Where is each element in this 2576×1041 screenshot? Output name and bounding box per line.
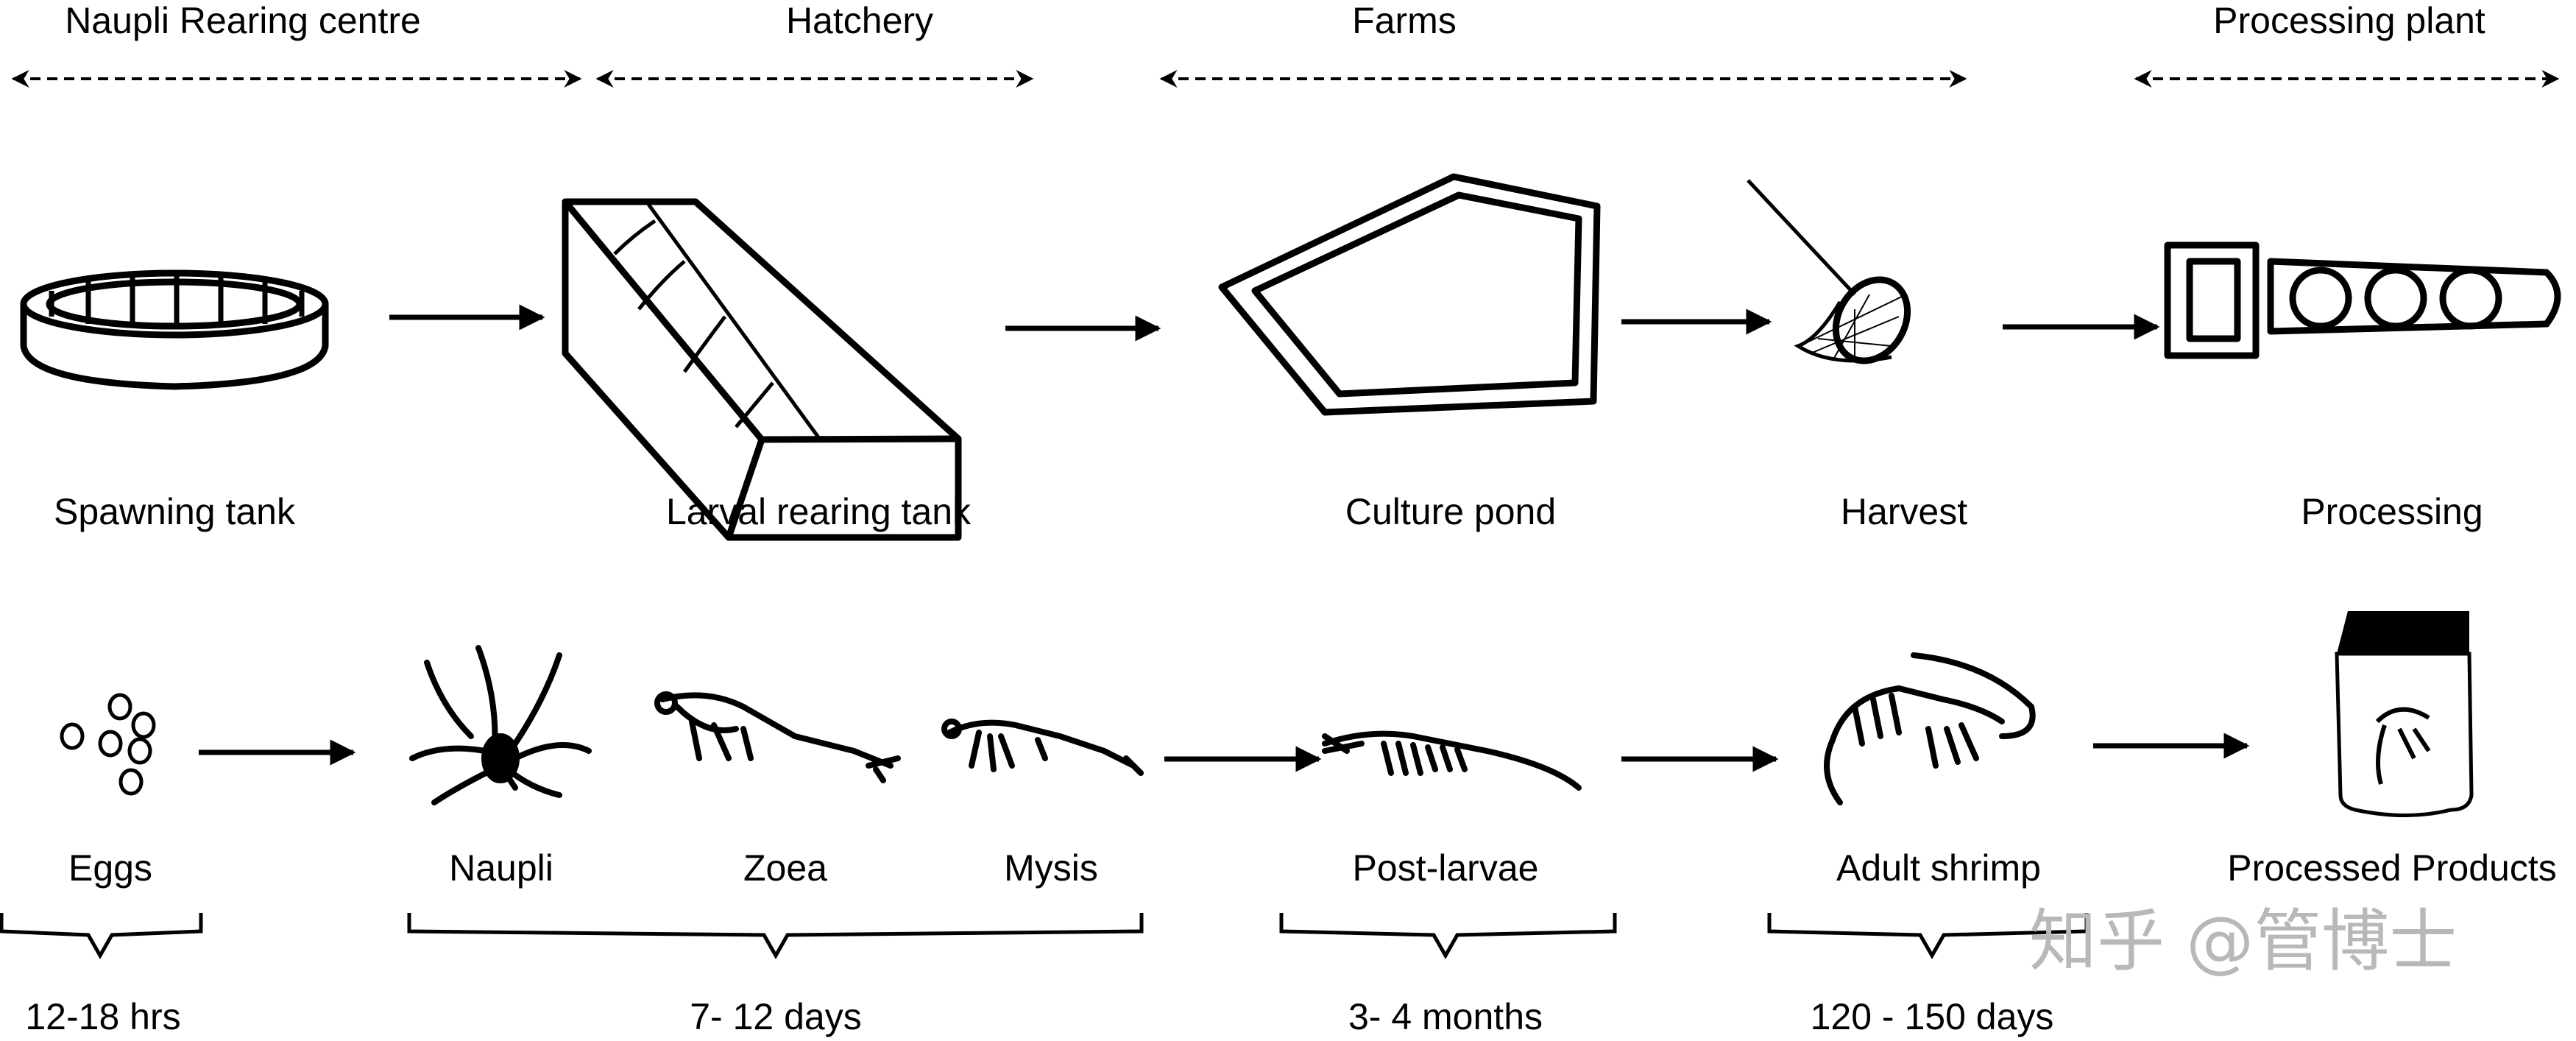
duration-adult: 120 - 150 days (1811, 996, 2054, 1037)
post-larvae-icon (1322, 730, 1582, 791)
label-larval-rearing-tank: Larval rearing tank (666, 491, 972, 532)
stage-processing-plant: Processing plant (2213, 0, 2485, 41)
processed-product-jar-icon (2335, 611, 2474, 817)
label-zoea: Zoea (743, 847, 827, 889)
row2-flow-arrows (199, 733, 2250, 772)
stage-naupli-rearing-centre: Naupli Rearing centre (65, 0, 421, 41)
stage-farms: Farms (1352, 0, 1457, 41)
brace-eggs (0, 913, 203, 960)
duration-eggs: 12-18 hrs (25, 996, 180, 1037)
label-spawning-tank: Spawning tank (54, 491, 296, 532)
duration-larval: 7- 12 days (690, 996, 861, 1037)
label-culture-pond: Culture pond (1345, 491, 1556, 532)
spawning-tank-icon (20, 269, 329, 390)
watermark: 知乎 @管博士 (2029, 902, 2457, 981)
mysis-icon (941, 719, 1144, 776)
duration-post-larvae: 3- 4 months (1348, 996, 1543, 1037)
label-harvest: Harvest (1841, 491, 1967, 532)
stage-hatchery: Hatchery (786, 0, 933, 41)
processing-plant-icon (2164, 241, 2561, 359)
larval-rearing-tank-icon (562, 198, 962, 541)
brace-post-larvae (1279, 913, 1617, 960)
duration-braces (0, 913, 2089, 960)
row1-flow-arrows (389, 304, 2160, 342)
brace-larval (407, 913, 1144, 960)
label-mysis: Mysis (1004, 847, 1098, 889)
label-processed-products: Processed Products (2227, 847, 2556, 889)
culture-pond-icon (1218, 173, 1601, 416)
zoea-icon (654, 691, 901, 783)
adult-shrimp-icon (1824, 652, 2036, 805)
label-adult-shrimp: Adult shrimp (1836, 847, 2041, 889)
label-processing: Processing (2301, 491, 2483, 532)
label-naupli: Naupli (449, 847, 553, 889)
eggs-icon (60, 693, 156, 796)
label-eggs: Eggs (68, 847, 152, 889)
label-post-larvae: Post-larvae (1353, 847, 1539, 889)
naupli-icon (409, 645, 592, 805)
brace-adult (1767, 913, 2089, 960)
harvest-net-icon (1747, 179, 1911, 364)
